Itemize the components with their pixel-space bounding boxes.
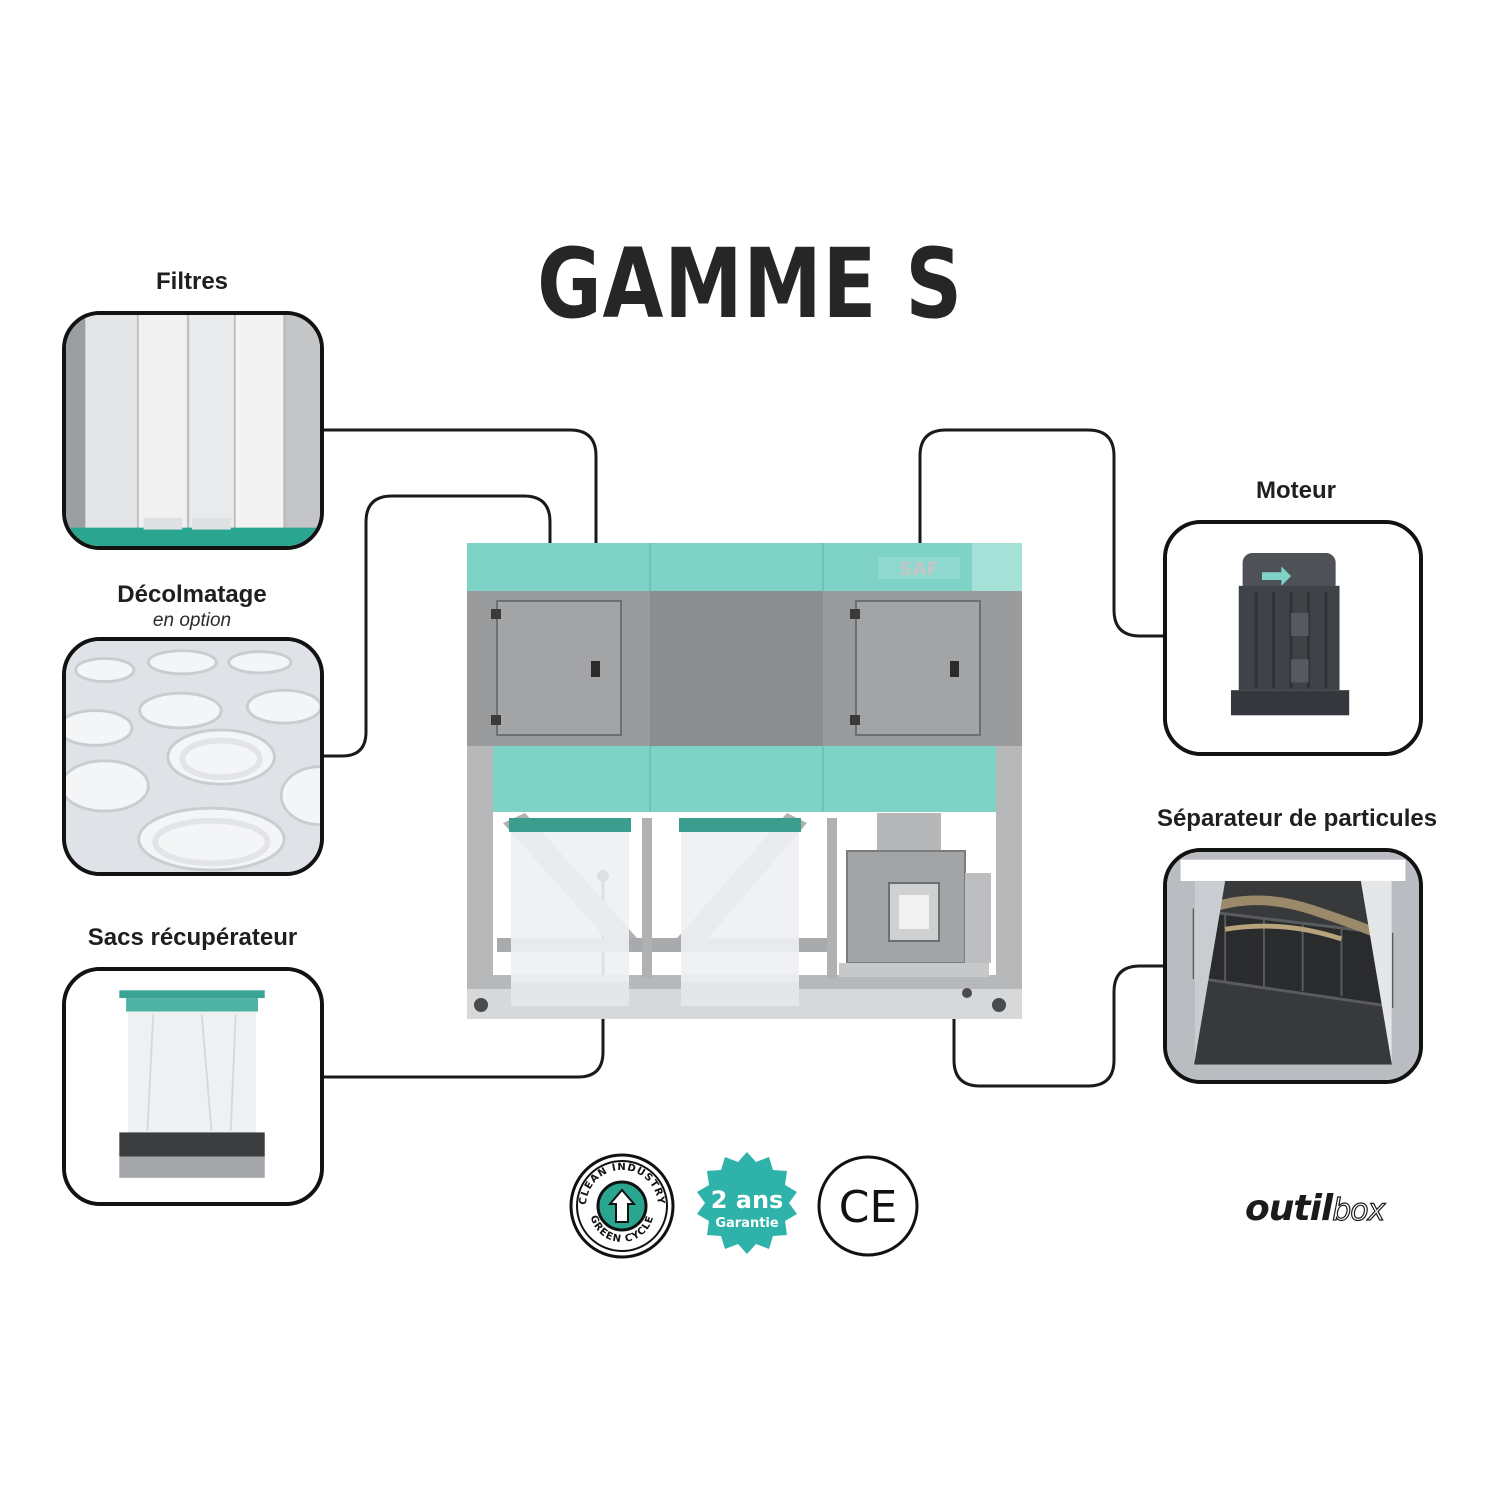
left-access-door xyxy=(496,600,622,736)
ce-mark-text: CE xyxy=(839,1182,898,1233)
warranty-label: Garantie xyxy=(715,1216,779,1231)
filter-bags-image xyxy=(66,315,320,546)
label-filtres: Filtres xyxy=(155,268,229,295)
warranty-years: 2 ans xyxy=(711,1186,784,1214)
brand-plate: SAF xyxy=(878,557,960,580)
photo-moteur xyxy=(1163,520,1423,756)
separator-image xyxy=(1167,852,1419,1080)
connector-decolmatage xyxy=(324,494,552,758)
outilbox-logo: outilbox xyxy=(1245,1188,1386,1229)
right-access-door xyxy=(855,600,981,736)
svg-text:SAF: SAF xyxy=(899,559,938,580)
page-title: GAMME S xyxy=(537,228,963,340)
recycle-arrow-icon xyxy=(607,1188,637,1223)
lower-teal-band xyxy=(493,746,996,812)
connector-filtres xyxy=(324,428,598,632)
label-sacs: Sacs récupérateur xyxy=(87,924,298,951)
cleaning-rings-image xyxy=(66,641,320,872)
clean-industry-badge: CLEAN INDUSTRY GREEN CYCLE xyxy=(568,1152,676,1260)
connector-sacs xyxy=(324,876,605,1079)
motor-image xyxy=(1167,524,1419,752)
photo-separateur xyxy=(1163,848,1423,1084)
ce-mark-badge: CE xyxy=(816,1154,920,1258)
fan-unit xyxy=(839,813,991,977)
connector-moteur xyxy=(918,428,1163,638)
label-moteur: Moteur xyxy=(1256,477,1336,504)
warranty-badge: 2 ans Garantie xyxy=(690,1150,804,1264)
photo-decolmatage xyxy=(62,637,324,876)
recovery-bag-image xyxy=(66,971,320,1202)
dust-collector-machine: SAF xyxy=(467,543,1022,1019)
photo-filtres xyxy=(62,311,324,550)
connector-separateur xyxy=(952,917,1163,1088)
label-separateur: Séparateur de particules xyxy=(1156,805,1438,832)
sublabel-decolmatage: en option xyxy=(152,610,232,631)
photo-sacs xyxy=(62,967,324,1206)
collection-bag-right xyxy=(679,818,801,1006)
collection-bag-left xyxy=(509,818,631,1006)
label-decolmatage: Décolmatage xyxy=(117,581,267,608)
